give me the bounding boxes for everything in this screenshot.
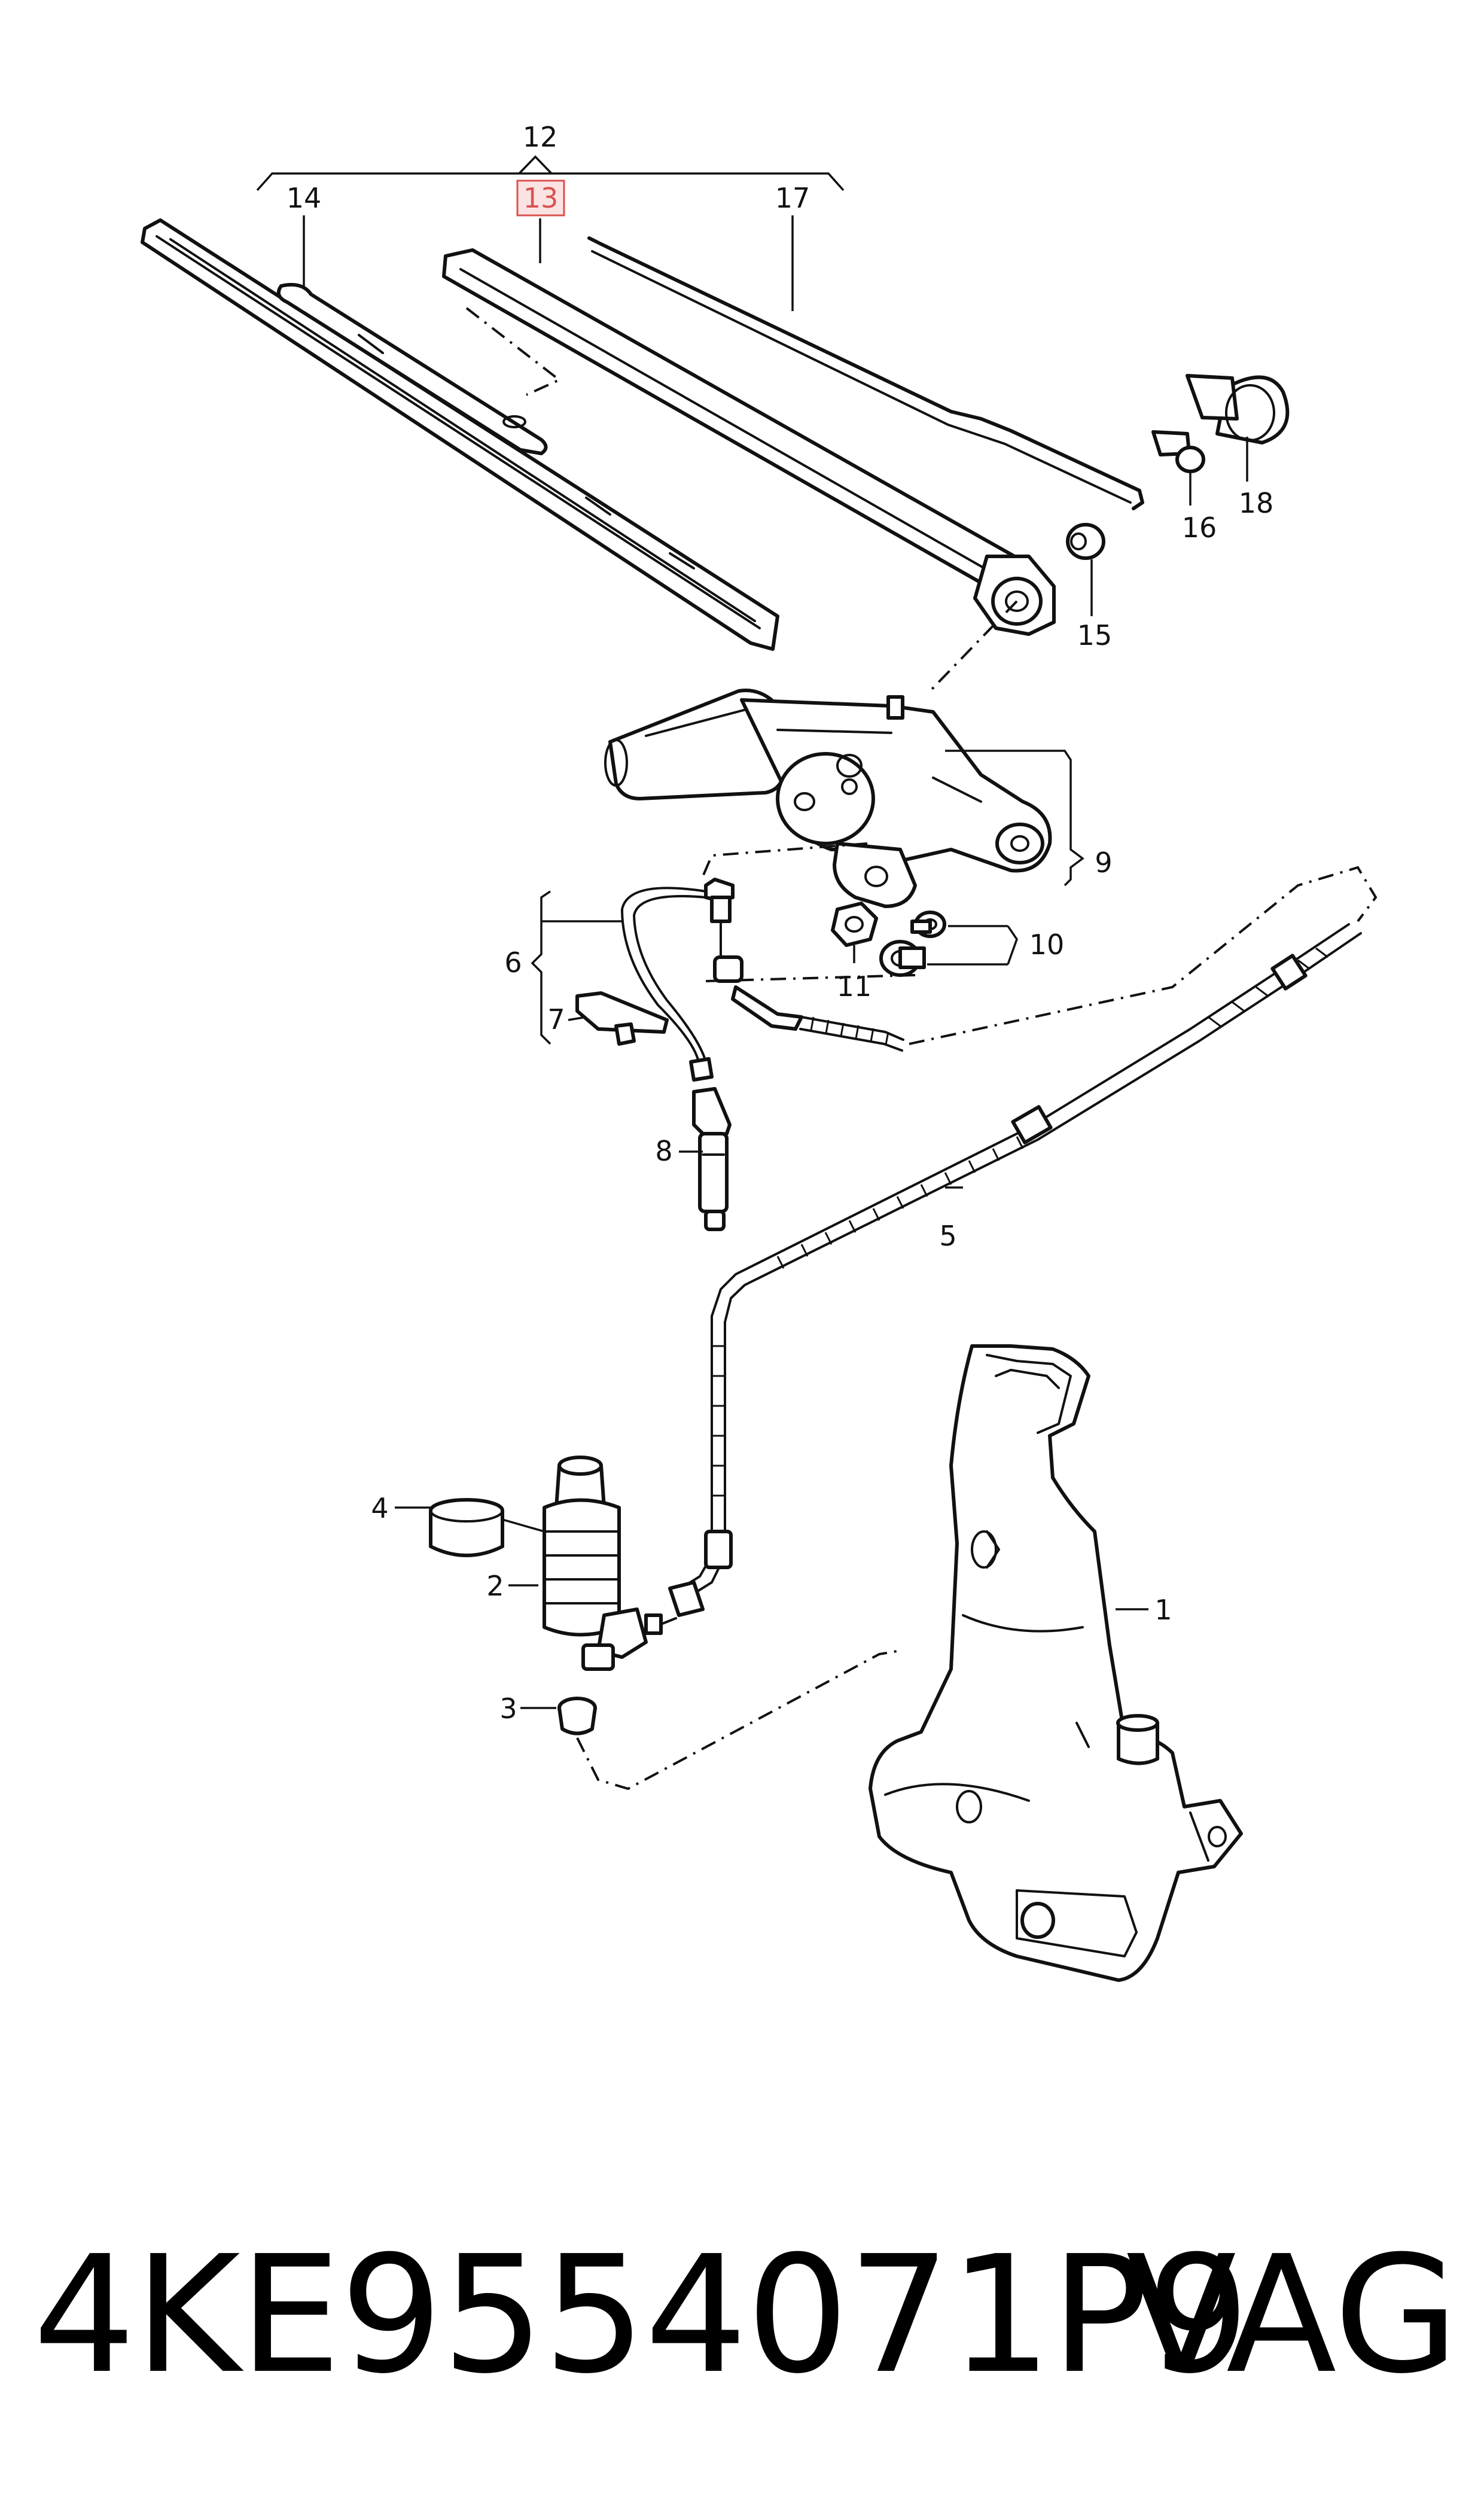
callout-14: 14 xyxy=(287,182,322,214)
wiper-blade xyxy=(141,218,779,651)
callout-10: 10 xyxy=(1029,928,1065,961)
callout-8: 8 xyxy=(655,1135,672,1167)
washer-reservoir xyxy=(869,1344,1243,1982)
callout-17: 17 xyxy=(775,182,810,214)
washer-pump-seal xyxy=(429,1498,504,1557)
callout-7: 7 xyxy=(547,1003,565,1036)
group-bracket-10 xyxy=(927,925,1018,966)
wiper-cap xyxy=(1186,374,1290,444)
motor-nut xyxy=(831,902,878,947)
group-bracket-6 xyxy=(531,890,622,1045)
callout-labels: 12 13 14 17 18 16 15 9 10 11 6 7 8 5 4 2… xyxy=(287,121,1274,1725)
wiper-arm-cover xyxy=(587,236,1144,510)
callout-3: 3 xyxy=(499,1692,517,1725)
wiper-motor xyxy=(604,689,1052,908)
washer-hose-line xyxy=(621,878,803,1082)
callout-16: 16 xyxy=(1182,511,1217,544)
part-number-caption: 4KE9554071P9 xyxy=(33,2221,1250,2409)
long-washer-hose xyxy=(668,923,1362,1617)
group-bracket-9 xyxy=(945,750,1084,887)
rubber-bush xyxy=(910,911,946,938)
callout-13-highlight-box xyxy=(516,179,565,217)
callout-18: 18 xyxy=(1239,487,1274,519)
callout-6: 6 xyxy=(504,946,522,979)
corrugated-hose xyxy=(799,1016,904,1052)
callout-12: 12 xyxy=(523,121,558,153)
leader-lines xyxy=(303,215,1248,1709)
group-bracket-12 xyxy=(256,155,845,191)
callout-13: 13 xyxy=(523,182,559,214)
washer-pump xyxy=(543,1456,677,1671)
callout-1: 1 xyxy=(1154,1594,1172,1626)
callout-2: 2 xyxy=(486,1570,504,1602)
pump-grommet xyxy=(557,1697,597,1735)
cap-nut xyxy=(1151,430,1205,473)
callout-9: 9 xyxy=(1095,847,1112,879)
brand-caption: VAG xyxy=(1126,2221,1459,2409)
washer xyxy=(1066,523,1105,560)
callout-4: 4 xyxy=(371,1492,388,1524)
callout-15: 15 xyxy=(1077,619,1113,651)
washer-nozzle xyxy=(692,1087,732,1231)
parts-diagram: 12 13 14 17 18 16 15 9 10 11 6 7 8 5 4 2… xyxy=(141,121,1378,1982)
hose-clip xyxy=(575,991,669,1046)
callout-5: 5 xyxy=(939,1220,956,1252)
rubber-bush xyxy=(879,940,926,977)
callout-11: 11 xyxy=(837,970,872,1003)
